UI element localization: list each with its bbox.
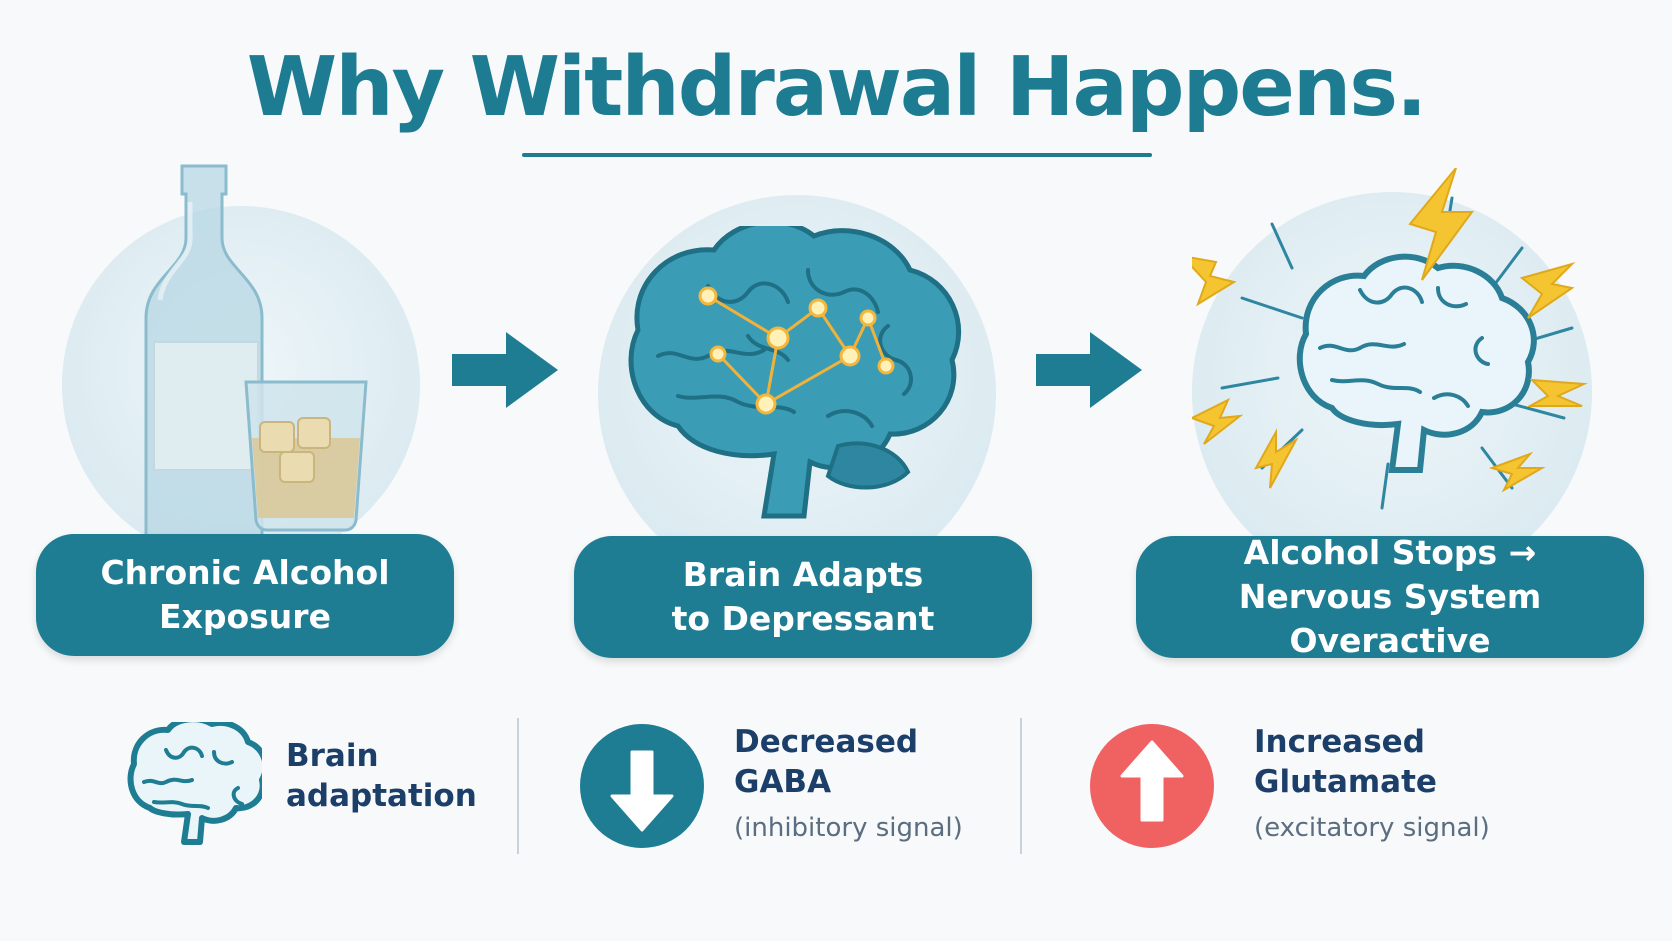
legend-gaba-line2: GABA: [734, 764, 832, 800]
legend-gaba-sub: (inhibitory signal): [734, 813, 963, 843]
flow-arrow-1-icon: [452, 332, 558, 408]
stage-2-label: Brain Adapts to Depressant: [574, 536, 1032, 658]
stage-1-label-line2: Exposure: [159, 597, 331, 636]
stage-2-label-line1: Brain Adapts: [682, 555, 924, 594]
brain-network-icon: [628, 226, 962, 519]
legend-gaba-line1: Decreased: [734, 724, 919, 760]
legend-brain-line2: adaptation: [286, 778, 477, 814]
stage-3-label-line2: Nervous System Overactive: [1238, 577, 1542, 660]
stage-3-label: Alcohol Stops → Nervous System Overactiv…: [1136, 533, 1644, 660]
stage-1-label: Chronic Alcohol Exposure: [36, 534, 454, 656]
flow-arrow-2-icon: [1036, 332, 1142, 408]
legend-brain-line1: Brain: [286, 738, 379, 774]
legend-glutamate-line1: Increased: [1254, 724, 1425, 760]
bottle-and-glass-icon: [144, 164, 368, 534]
legend-gaba-title: Decreased GABA: [734, 722, 918, 802]
stage-3-label-line1: Alcohol Stops →: [1243, 533, 1537, 572]
brain-icon: [127, 722, 262, 845]
legend-glutamate-line2: Glutamate: [1254, 764, 1437, 800]
legend-divider-1: [517, 718, 519, 854]
arrow-up-icon: [1090, 724, 1214, 848]
legend-glutamate-sub: (excitatory signal): [1254, 813, 1490, 843]
legend-glutamate-title: Increased Glutamate: [1254, 722, 1437, 802]
stage-1-label-line1: Chronic Alcohol: [100, 553, 390, 592]
arrow-down-icon: [580, 724, 704, 848]
page-title: Why Withdrawal Happens.: [246, 40, 1427, 135]
legend-divider-2: [1020, 718, 1022, 854]
brain-lightning-icon: [1192, 168, 1588, 510]
title-underline: [522, 153, 1152, 157]
legend-brain-title: Brain adaptation: [286, 736, 477, 816]
stage-2-label-line2: to Depressant: [671, 599, 935, 638]
